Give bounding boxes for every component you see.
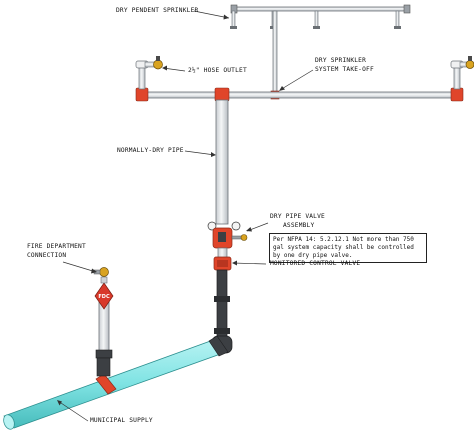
label-fire-dept-line2: CONNECTION [27,252,67,259]
label-municipal-supply: MUNICIPAL SUPPLY [90,417,153,424]
municipal-supply-pipe [3,335,229,430]
label-dry-pipe-valve-line1: DRY PIPE VALVE [270,213,325,220]
nfpa-note-box: Per NFPA 14: 5.2.12.1 Not more than 750 … [269,233,427,263]
monitored-control-valve [213,247,232,271]
label-hose-outlet: 2½" HOSE OUTLET [188,67,247,74]
label-dry-pendent-sprinkler: DRY PENDENT SPRINKLER [116,7,199,14]
label-takeoff-line2: SYSTEM TAKE-OFF [315,66,374,73]
label-normally-dry-pipe: NORMALLY-DRY PIPE [117,147,184,154]
fdc-badge-text: FDC [98,294,110,300]
cross-main-pipe [135,60,469,102]
dry-pipe-valve-assembly [207,221,248,249]
hose-outlet-valve-left [153,56,163,70]
label-dry-pipe-valve-line2: ASSEMBLY [283,222,315,229]
label-monitored-control-valve: MONITORED CONTROL VALVE [270,260,361,267]
normally-dry-pipe [215,99,229,225]
hose-outlet-valve-right [465,56,474,69]
label-fire-dept-line1: FIRE DEPARTMENT [27,243,86,250]
label-takeoff-line1: DRY SPRINKLER [315,57,367,64]
dry-pendent-sprinkler-manifold [230,4,411,29]
leader-lines [57,10,314,422]
fire-department-connection [93,267,114,377]
